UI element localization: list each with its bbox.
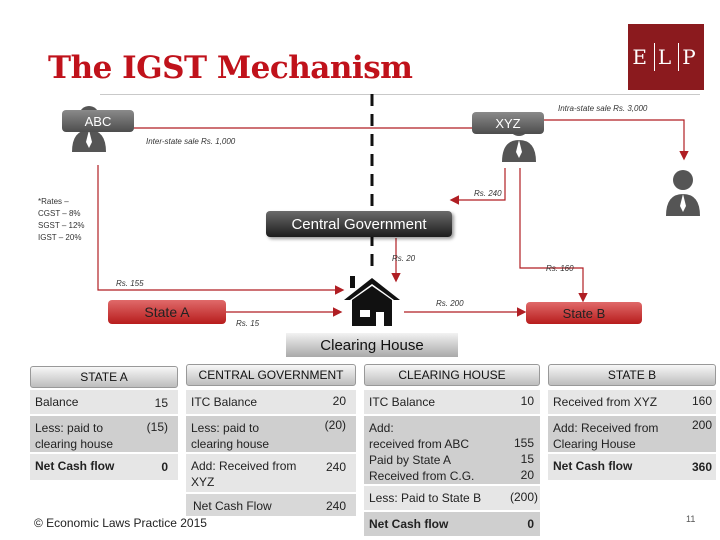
table-row: ITC Balance — [364, 390, 540, 414]
row-value: 160 — [691, 394, 712, 408]
row-value: 20 — [520, 468, 534, 482]
row-label: Less: paid to clearing house — [35, 421, 114, 451]
row-value: 240 — [325, 499, 346, 513]
label-rs-240: Rs. 240 — [474, 189, 502, 198]
page-number: 11 — [686, 514, 696, 524]
table-header-central-government: CENTRAL GOVERNMENT — [186, 364, 356, 386]
table-row: Add: Received from XYZ — [186, 454, 356, 492]
arrow-rs-155 — [97, 165, 345, 295]
row-label: Add: Received from Clearing House — [553, 421, 659, 451]
row-value: 15 — [520, 452, 534, 466]
row-value: 10 — [520, 394, 534, 408]
row-label: Less: paid to clearing house — [191, 421, 270, 451]
label-inter-state-sale: Inter-state sale Rs. 1,000 — [146, 137, 236, 146]
label-rs-20: Rs. 20 — [392, 254, 416, 263]
row-value: 20 — [332, 394, 346, 408]
table-row: Add: Received from Clearing House — [548, 416, 716, 452]
entity-abc: ABC — [62, 110, 134, 132]
logo-divider — [653, 43, 655, 71]
elp-logo: E L P — [628, 24, 704, 90]
table-row: Net Cash Flow — [186, 494, 356, 516]
row-value: 200 — [691, 418, 712, 432]
table-row: Received from XYZ — [548, 390, 716, 414]
row-label: Add: — [369, 421, 394, 435]
table-row: Net Cash flow — [30, 454, 178, 480]
rates-note: *Rates – CGST – 8% SGST – 12% IGST – 20% — [38, 196, 85, 244]
copyright-text: © Economic Laws Practice 2015 — [34, 516, 207, 530]
row-label: Net Cash flow — [553, 459, 633, 473]
row-value: (20) — [324, 418, 346, 432]
row-label: Net Cash flow — [35, 459, 115, 473]
entity-central-government: Central Government — [266, 211, 452, 237]
table-row: Less: Paid to State B — [364, 486, 540, 510]
person-buyer-icon — [666, 170, 700, 216]
table-row: ITC Balance — [186, 390, 356, 414]
logo-letter-l: L — [657, 45, 676, 69]
logo-letter-p: P — [682, 45, 700, 69]
arrow-intra-state-sale — [540, 119, 689, 161]
arrow-rs-240 — [449, 168, 506, 205]
row-value: (200) — [509, 490, 538, 504]
table-row: Less: paid to clearing house — [186, 416, 356, 452]
logo-letter-e: E — [632, 45, 651, 69]
label-rs-160: Rs. 160 — [546, 264, 574, 273]
row-value: (15) — [146, 420, 168, 434]
row-label: ITC Balance — [369, 395, 436, 409]
table-header-state-a: STATE A — [30, 366, 178, 388]
house-icon — [344, 276, 400, 326]
row-label: Add: Received from XYZ — [191, 459, 297, 489]
table-row: Net Cash flow — [364, 512, 540, 536]
title-divider — [100, 94, 700, 95]
row-value: 0 — [161, 460, 168, 474]
row-label: ITC Balance — [191, 395, 258, 409]
row-sublabel: received from ABC — [369, 437, 470, 451]
row-value: 240 — [325, 460, 346, 474]
row-value: 155 — [513, 436, 534, 450]
table-row: Less: paid to clearing house — [30, 416, 178, 452]
row-value: 360 — [691, 460, 712, 474]
arrow-rs-160 — [519, 168, 588, 303]
label-rs-200: Rs. 200 — [436, 299, 464, 308]
entity-clearing-house: Clearing House — [286, 333, 458, 357]
logo-divider — [678, 43, 680, 71]
rate-igst: IGST – 20% — [38, 233, 82, 242]
entity-state-a: State A — [108, 300, 226, 324]
row-label: Balance — [35, 395, 79, 409]
rate-sgst: SGST – 12% — [38, 221, 85, 230]
rates-heading: *Rates – — [38, 197, 69, 206]
table-header-clearing-house: CLEARING HOUSE — [364, 364, 540, 386]
page-title: The IGST Mechanism — [48, 50, 413, 86]
rate-cgst: CGST – 8% — [38, 209, 81, 218]
row-label: Less: Paid to State B — [369, 491, 482, 505]
table-row: Balance — [30, 390, 178, 414]
entity-state-b: State B — [526, 302, 642, 324]
row-label: Net Cash flow — [369, 517, 449, 531]
table-row: Net Cash flow — [548, 454, 716, 480]
label-rs-155: Rs. 155 — [116, 279, 144, 288]
row-sublabel: Received from C.G. — [369, 469, 475, 483]
table-header-state-b: STATE B — [548, 364, 716, 386]
label-rs-15: Rs. 15 — [236, 319, 260, 328]
row-value: 0 — [527, 517, 534, 531]
label-intra-state-sale: Intra-state sale Rs. 3,000 — [558, 104, 648, 113]
row-sublabel: Paid by State A — [369, 453, 452, 467]
row-label: Net Cash Flow — [193, 499, 272, 513]
row-label: Received from XYZ — [553, 395, 658, 409]
entity-xyz: XYZ — [472, 112, 544, 134]
table-row: Add: received from ABC Paid by State A R… — [364, 416, 540, 484]
row-value: 15 — [154, 396, 168, 410]
